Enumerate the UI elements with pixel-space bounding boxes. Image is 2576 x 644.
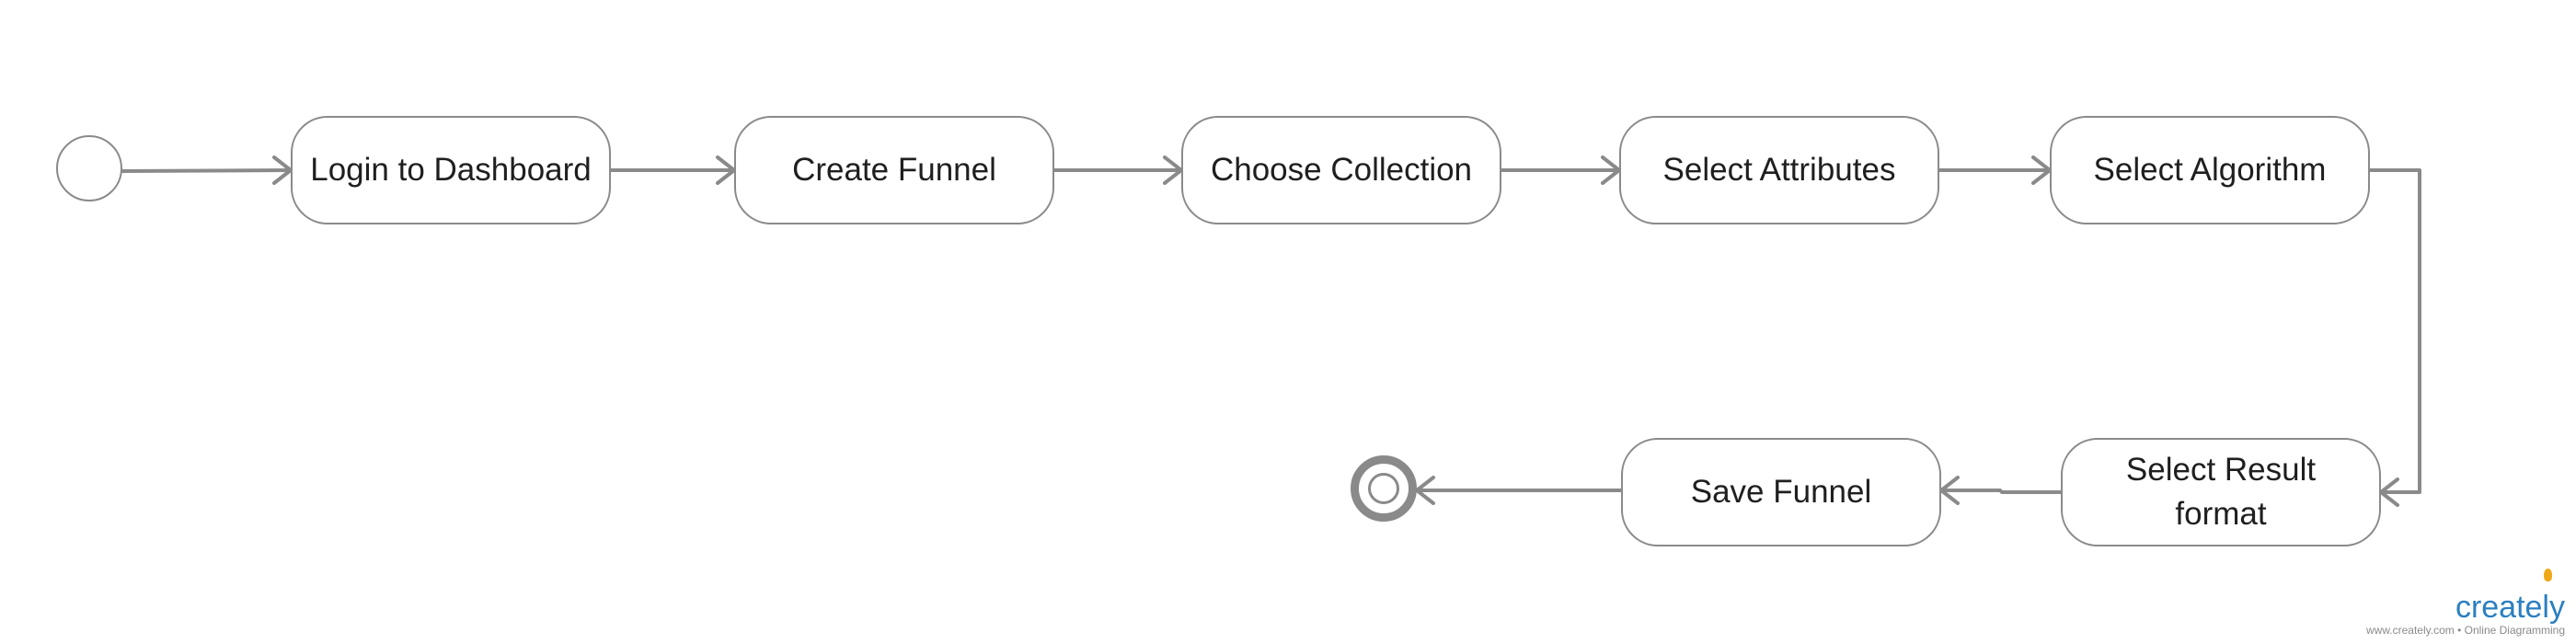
activity-label: Create Funnel <box>792 152 996 188</box>
final-node-inner-ring <box>1368 473 1399 504</box>
activity-select-algorithm: Select Algorithm <box>2050 116 2370 224</box>
activity-label: Select Attributes <box>1662 152 1896 188</box>
arrowhead-select-result-format <box>2379 477 2399 507</box>
activity-label: Save Funnel <box>1690 474 1872 510</box>
flow-arrow-select-algorithm-to-select-result-format <box>2368 168 2421 494</box>
activity-label: Select Result format <box>2125 452 2317 532</box>
final-node <box>1351 455 1417 522</box>
logo-tagline: www.creately.com • Online Diagramming <box>2365 624 2565 637</box>
activity-save-funnel: Save Funnel <box>1621 438 1941 546</box>
logo-wordmark: creately <box>2455 590 2565 625</box>
activity-label: Choose Collection <box>1210 152 1473 188</box>
activity-login-to-dashboard: Login to Dashboard <box>291 116 611 224</box>
activity-label: Select Algorithm <box>2093 152 2327 188</box>
creately-logo: creately www.creately.com • Online Diagr… <box>2365 569 2565 637</box>
activity-choose-collection: Choose Collection <box>1181 116 1501 224</box>
activity-select-result-format: Select Result format <box>2061 438 2381 546</box>
initial-node <box>56 135 122 201</box>
activity-label: Login to Dashboard <box>310 152 592 188</box>
arrowhead-save-funnel <box>1939 476 1960 505</box>
activity-select-attributes: Select Attributes <box>1619 116 1939 224</box>
lightbulb-icon <box>2544 569 2552 581</box>
flow-arrow-start-to-login <box>120 168 293 173</box>
flow-arrow-select-result-format-to-save-funnel <box>1939 489 2063 494</box>
arrowhead-end <box>1415 476 1435 505</box>
activity-create-funnel: Create Funnel <box>734 116 1054 224</box>
